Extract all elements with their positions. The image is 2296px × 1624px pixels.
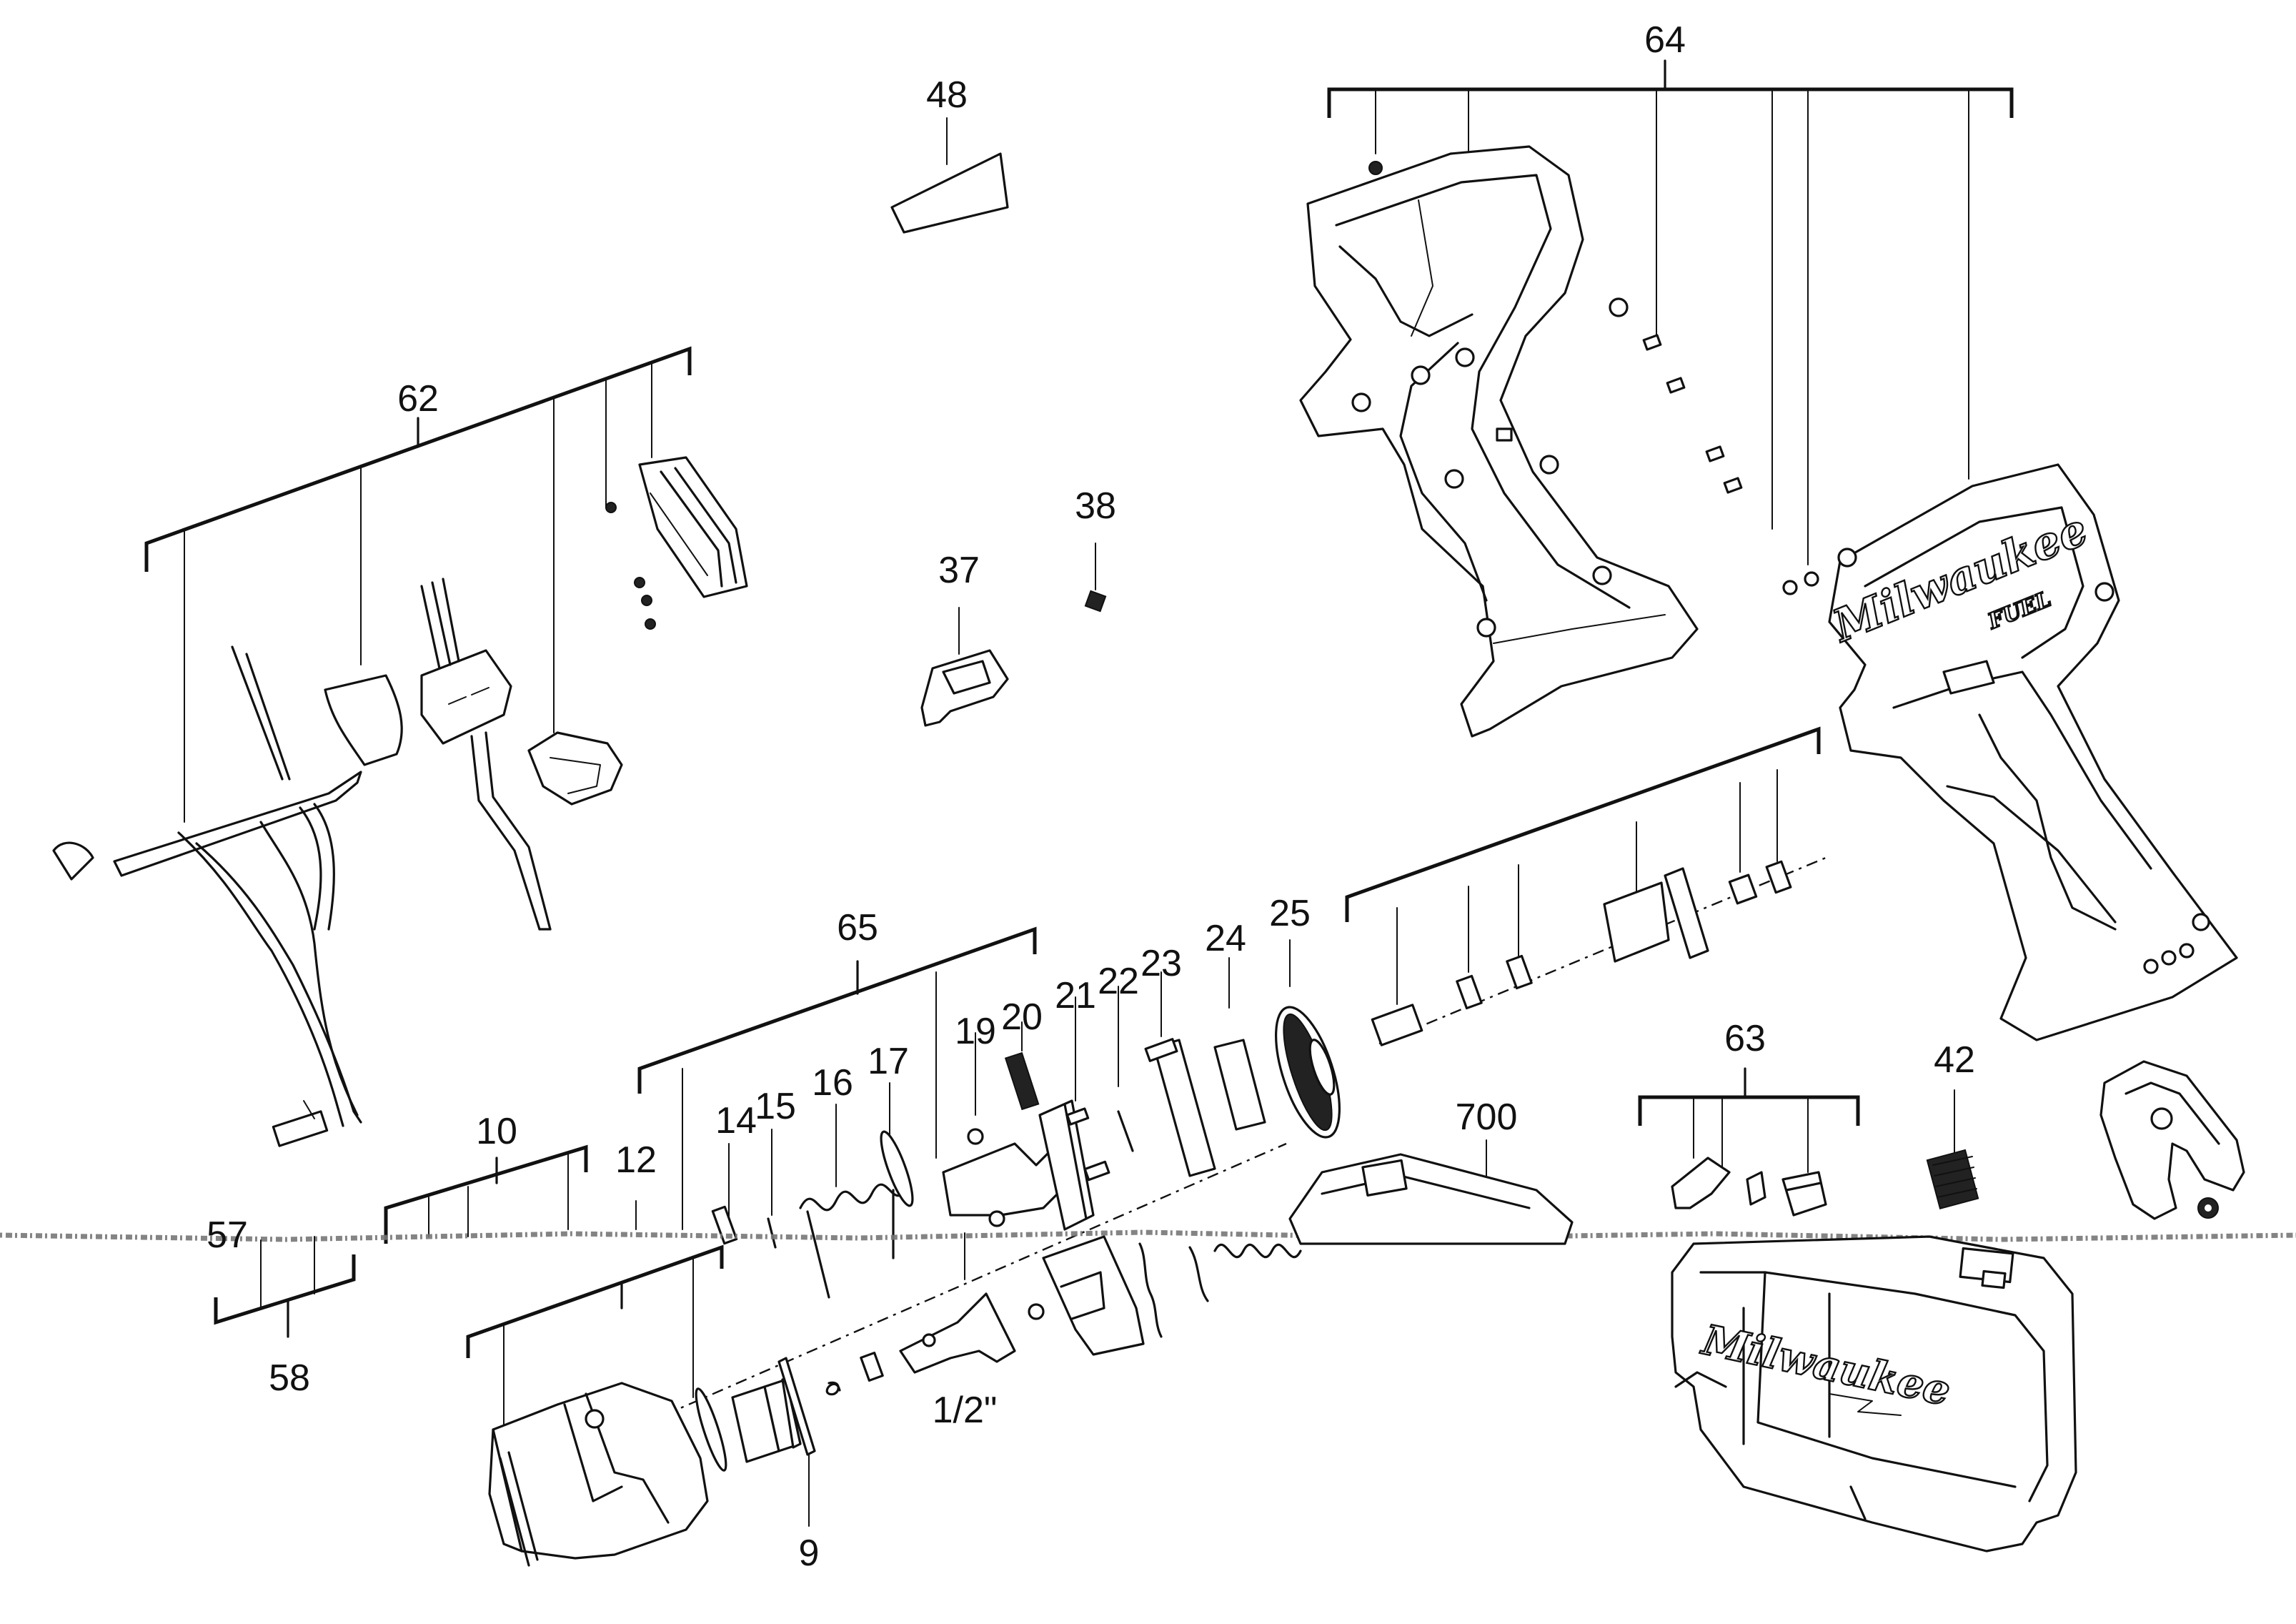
part-62-pcb-harness [52,645,362,1147]
part-38-nut [1084,543,1107,613]
part-10-bracket [384,1144,588,1244]
label-37: 37 [938,550,980,591]
belt-clip [2099,1060,2245,1220]
part-64-right-housing: Milwaukee FUEL [1824,463,2238,1041]
label-65: 65 [837,907,878,949]
label-10: 10 [476,1111,517,1152]
label-42: 42 [1934,1039,1975,1081]
label-20: 20 [1001,996,1043,1038]
label-24: 24 [1205,918,1246,959]
part-64-left-housing [1299,145,1819,738]
part-700-carry-case: Milwaukee [1288,1139,2077,1553]
label-16: 16 [812,1062,853,1104]
label-64: 64 [1644,19,1686,61]
part-62-switch [324,578,552,931]
label-14: 14 [715,1100,757,1142]
part-42-spring [1926,1089,1979,1210]
label-15: 15 [755,1086,796,1127]
part-62-fan-module [605,456,748,630]
part-37-button [920,607,1009,727]
part-64-bracket [1327,59,2014,565]
label-23: 23 [1140,943,1182,984]
scan-tear-line [0,1229,2296,1242]
label-48: 48 [926,74,968,116]
label-62: 62 [397,378,439,420]
label-anvil-size: 1/2" [933,1390,998,1431]
label-19: 19 [955,1011,996,1052]
label-57: 57 [207,1214,248,1256]
gear-case [488,1382,727,1567]
rotor-assembly [1345,726,1827,1046]
anvil-parts [731,1235,1302,1527]
part-48-wedge [890,117,1009,234]
label-38: 38 [1075,485,1116,527]
part-65-bracket [637,926,1037,1230]
label-9: 9 [799,1533,820,1574]
impact-mechanism-parts [500,939,1341,1488]
label-22: 22 [1098,961,1139,1002]
label-21: 21 [1055,975,1096,1016]
label-12: 12 [615,1139,657,1181]
part-63-bracket [1638,1067,1860,1173]
label-700: 700 [1456,1096,1518,1138]
part-62-bracket [144,346,692,823]
part-63-clips [1671,1157,1827,1217]
part-62-battery-terminal [527,731,623,806]
label-25: 25 [1269,893,1311,934]
label-58: 58 [269,1357,310,1399]
label-17: 17 [868,1041,909,1082]
part-58-bracket [214,1236,356,1338]
label-63: 63 [1724,1018,1766,1059]
